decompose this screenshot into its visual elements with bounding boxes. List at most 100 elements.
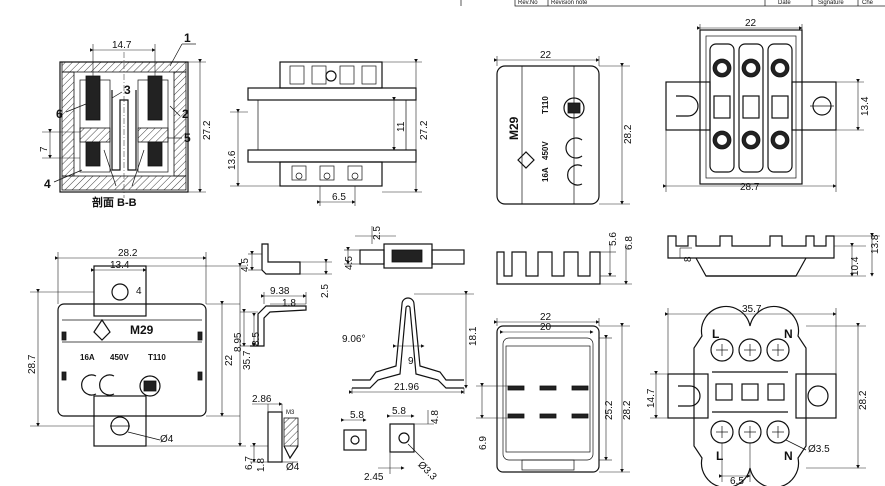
title-check: Che <box>862 0 874 6</box>
screw-head-dim: 2.86 <box>252 394 272 405</box>
front-h1-dim: 8 <box>683 256 694 262</box>
section-left-dim: 7 <box>39 146 50 152</box>
nut-d-dim: 2.45 <box>364 472 384 483</box>
title-revision-note: Revision note <box>551 0 588 6</box>
marking-brand: M29 <box>507 116 521 140</box>
spring-width-dim: 21.96 <box>394 382 419 393</box>
face-left-dim: 14.7 <box>646 388 657 408</box>
marking-width-dim: 22 <box>540 50 552 61</box>
main-brand: M29 <box>130 323 154 337</box>
pin-right-mid-dim: 2.5 <box>372 226 383 240</box>
screw-thread-dim: M3 <box>286 410 295 416</box>
main-left-dim: 28.7 <box>27 354 38 374</box>
face-screw-3-icon <box>766 338 790 362</box>
main-right-h-dim: 22 <box>224 354 235 366</box>
clip-top-dim: 9.38 <box>270 286 290 297</box>
face-hole-dim: Ø3.5 <box>808 444 830 455</box>
top-width-dim: 22 <box>745 18 757 29</box>
callout-3: 3 <box>124 83 131 97</box>
top-height-dim: 13.4 <box>860 96 871 116</box>
nut-b-dim: 5.8 <box>392 406 406 417</box>
side-gap-dim: 11 <box>396 121 407 132</box>
bottom-outer-dim: 22 <box>540 312 552 323</box>
front-h3-dim: 13.8 <box>870 234 881 254</box>
section-height-dim: 27.2 <box>202 120 213 140</box>
pin-top-left-dim: 4.5 <box>240 258 251 272</box>
pin-left-mid-dim: 4.5 <box>344 256 355 270</box>
callout-5: 5 <box>184 131 191 145</box>
main-top-hole-icon <box>111 283 129 301</box>
screw-view: 2.86 M3 6.7 1.8 Ø4 <box>244 394 300 473</box>
right-screw-icon <box>147 75 163 121</box>
main-width-dim: 28.2 <box>118 248 138 259</box>
face-right-hole-icon <box>807 385 829 407</box>
nut-left-hole-icon <box>350 435 360 445</box>
side-view: 27.2 11 13.6 6.5 <box>227 59 430 206</box>
main-slot-dim: 4 <box>136 286 142 297</box>
main-diamond-logo-icon <box>93 318 111 341</box>
face-right-dim: 28.2 <box>858 390 869 410</box>
terminal-face-view: L N L N 35.7 14.7 28.2 Ø3.5 6.5 <box>646 304 869 486</box>
face-bottom-dim: 6.5 <box>730 476 744 486</box>
front-h2-dim: 10.4 <box>850 256 861 276</box>
marking-height-dim: 28.2 <box>623 124 634 144</box>
spring-gap-dim: 9 <box>408 356 414 367</box>
left-screw-icon <box>85 75 101 121</box>
pin-side-view: 4.5 2.5 2.5 4.5 <box>240 226 465 298</box>
bottom-h2-dim: 28.2 <box>622 400 633 420</box>
diamond-logo-icon <box>517 151 535 169</box>
base-h1-dim: 5.6 <box>608 232 619 246</box>
side-height-dim: 27.2 <box>419 120 430 140</box>
main-ce-mark-icon <box>81 374 97 396</box>
marking-rating-v: 450V <box>541 141 550 160</box>
clip-side-view: 9.38 1.8 8.95 8.5 <box>233 286 307 352</box>
front-view: 8 10.4 13.8 <box>667 233 881 277</box>
main-tuv-logo-icon <box>139 375 161 397</box>
tuv-logo-icon <box>563 97 585 119</box>
bottom-left-dim: 6.9 <box>478 436 489 450</box>
top-bottom-dim: 28.7 <box>740 182 760 193</box>
nut-c-dim: 4.8 <box>430 410 441 424</box>
clip-inner-dim: 8.5 <box>251 332 262 346</box>
title-date: Date <box>778 0 791 6</box>
base-profile-view: 5.6 6.8 <box>496 232 635 285</box>
screw-small-dim: 1.8 <box>256 458 267 472</box>
title-block: Rev.No Revision note Date Signature Che <box>460 0 885 7</box>
title-signature: Signature <box>818 0 844 6</box>
clip-sub-dim: 1.8 <box>282 298 296 309</box>
callout-2: 2 <box>182 107 189 121</box>
bottom-inner-dim: 20 <box>540 322 552 333</box>
main-total-h-dim: 35.7 <box>242 350 253 370</box>
marking-top-view: M29 16A 450V T110 22 28.2 <box>494 50 634 205</box>
face-label-bot-n: N <box>784 449 793 463</box>
marking-rating-a: 16A <box>541 167 550 182</box>
section-label: 剖面 B-B <box>92 195 137 209</box>
face-width-dim: 35.7 <box>742 304 762 315</box>
spring-view: 18.1 9 9.06° 21.96 <box>342 291 479 394</box>
face-screw-1-icon <box>710 338 734 362</box>
nut-view: 5.8 5.8 4.8 2.45 Ø3.3 <box>341 406 441 483</box>
spring-height-dim: 18.1 <box>468 326 479 346</box>
side-bottom-dim: 6.5 <box>332 192 346 203</box>
callout-1: 1 <box>184 31 191 45</box>
bottom-h1-dim: 25.2 <box>604 400 615 420</box>
face-label-bot-l: L <box>716 449 723 463</box>
section-pitch-dim: 14.7 <box>112 40 132 51</box>
screw-thread-icon <box>283 417 299 447</box>
main-temp: T110 <box>148 353 166 362</box>
screw-dia-dim: Ø4 <box>286 462 300 473</box>
base-h2-dim: 6.8 <box>624 236 635 250</box>
callout-6: 6 <box>56 107 63 121</box>
screw-height-dim: 6.7 <box>244 456 255 470</box>
face-screw-2-icon <box>738 338 762 362</box>
clip-height-dim: 8.95 <box>233 332 244 352</box>
spring-angle-dim: 9.06° <box>342 334 365 345</box>
nut-a-dim: 5.8 <box>350 410 364 421</box>
bottom-view: 22 20 25.2 28.2 6.9 <box>476 312 633 473</box>
ce-mark-icon <box>565 137 583 159</box>
callout-4: 4 <box>44 177 51 191</box>
face-label-top-n: N <box>784 327 793 341</box>
face-label-top-l: L <box>712 327 719 341</box>
side-left-dim: 13.6 <box>227 150 238 170</box>
